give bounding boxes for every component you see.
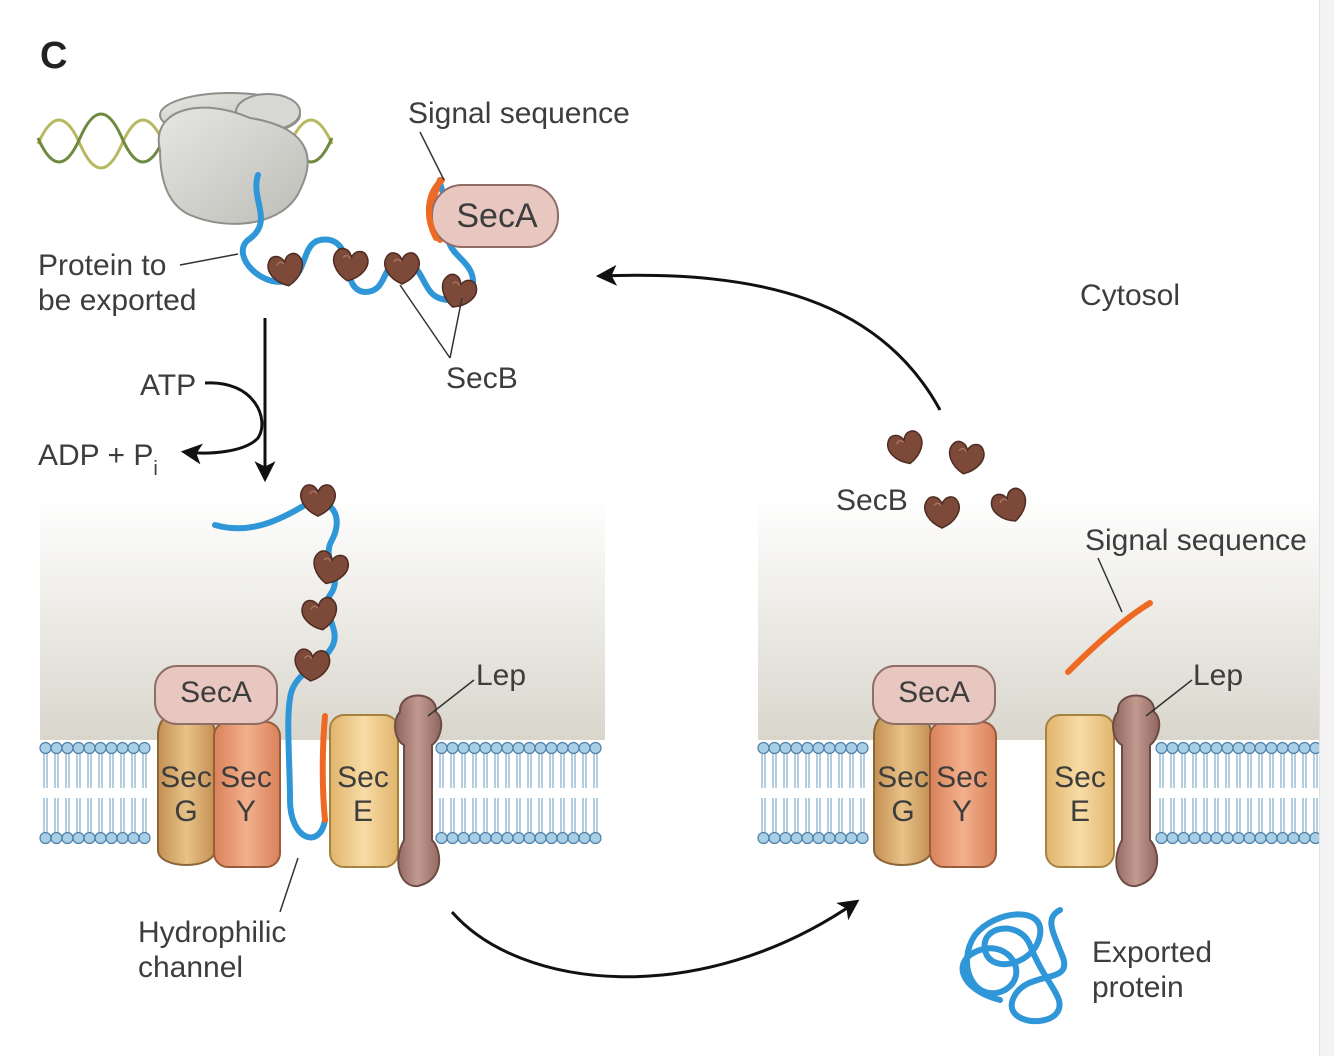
secb-icon-top-2 bbox=[332, 247, 369, 282]
protein-to-be-exported-label-1: Protein to bbox=[38, 249, 166, 282]
secb-icon-left-2 bbox=[313, 550, 349, 585]
lep-right bbox=[1112, 694, 1161, 888]
protein-to-be-exported-label-2: be exported bbox=[38, 284, 196, 317]
exported-protein-label-1: Exported bbox=[1092, 936, 1212, 969]
secb-icon-left-1 bbox=[300, 484, 336, 517]
secb-icon-right-1 bbox=[887, 430, 923, 465]
panel-label: C bbox=[40, 35, 67, 77]
signal-sequence-top-label: Signal sequence bbox=[408, 97, 630, 130]
signal-sequence-right-label: Signal sequence bbox=[1085, 524, 1307, 557]
signal-sequence-on-seca bbox=[425, 177, 445, 241]
secy-left-label-1: Sec bbox=[220, 761, 272, 794]
secb-icon-top-3 bbox=[384, 252, 420, 285]
adp-pi-label: ADP + Pi bbox=[38, 439, 158, 480]
seca-left: SecA bbox=[154, 665, 278, 725]
secy-right: Sec Y bbox=[929, 721, 997, 868]
secb-icon-right-3 bbox=[924, 496, 960, 529]
sece-right-label-1: Sec bbox=[1054, 761, 1106, 794]
protein-to-be-exported-leader bbox=[179, 253, 239, 266]
cytosol-label: Cytosol bbox=[1080, 279, 1180, 312]
recycle-arrow-icon bbox=[595, 264, 942, 411]
secy-left-label-2: Y bbox=[236, 795, 256, 828]
secb-right-label: SecB bbox=[836, 484, 908, 517]
exported-protein-label-2: protein bbox=[1092, 971, 1184, 1004]
secb-icon-left-4 bbox=[294, 648, 331, 682]
sece-left-label-2: E bbox=[353, 795, 373, 828]
hydrophilic-channel-leader bbox=[279, 857, 299, 913]
lep-right-label: Lep bbox=[1193, 659, 1243, 692]
secb-top-leader-2 bbox=[449, 297, 463, 359]
seca-right-label: SecA bbox=[898, 676, 970, 709]
atp-label: ATP bbox=[140, 369, 196, 402]
seca-left-label: SecA bbox=[180, 676, 252, 709]
secb-icon-right-2 bbox=[948, 440, 985, 475]
hydrophilic-channel-label-1: Hydrophilic bbox=[138, 916, 286, 949]
lep-left bbox=[394, 694, 443, 888]
seca-right: SecA bbox=[872, 665, 996, 725]
exported-protein-coil bbox=[959, 907, 1068, 1025]
sece-left-label-1: Sec bbox=[337, 761, 389, 794]
secg-right: Sec G bbox=[873, 707, 932, 866]
secy-right-label-2: Y bbox=[952, 795, 972, 828]
secg-right-label-2: G bbox=[891, 795, 914, 828]
secb-right-group bbox=[887, 430, 1027, 529]
membrane-bilayer-right bbox=[757, 741, 1320, 845]
cytosol-shading-right bbox=[758, 495, 1320, 740]
secg-left: Sec G bbox=[157, 707, 216, 866]
translocation-arrow-icon bbox=[450, 899, 860, 979]
secb-left-group bbox=[294, 484, 349, 682]
ribosome-icon bbox=[157, 92, 309, 225]
lep-left-label: Lep bbox=[476, 659, 526, 692]
secy-right-label-1: Sec bbox=[936, 761, 988, 794]
secy-left: Sec Y bbox=[213, 721, 281, 868]
atp-hydrolysis-arrow-icon bbox=[180, 381, 264, 465]
protein-chain-top bbox=[239, 172, 477, 304]
signal-sequence-right-leader bbox=[1097, 557, 1123, 613]
secb-top-label: SecB bbox=[446, 362, 518, 395]
lep-right-leader bbox=[1145, 679, 1193, 717]
secg-left-label-1: Sec bbox=[160, 761, 212, 794]
secb-top-group bbox=[267, 247, 478, 308]
secb-icon-right-4 bbox=[990, 487, 1027, 522]
lep-left-leader bbox=[427, 679, 475, 717]
page-edge-strip bbox=[1319, 0, 1334, 1056]
secb-top-leader-1 bbox=[399, 284, 451, 359]
sece-right: Sec E bbox=[1045, 714, 1115, 868]
secb-icon-top-4 bbox=[441, 273, 478, 308]
seca-top: SecA bbox=[431, 184, 559, 248]
secg-left-label-2: G bbox=[174, 795, 197, 828]
sece-right-label-2: E bbox=[1070, 795, 1090, 828]
secg-right-label-1: Sec bbox=[877, 761, 929, 794]
signal-sequence-cleaved bbox=[1065, 600, 1153, 675]
seca-top-label: SecA bbox=[456, 197, 538, 235]
secb-icon-top-1 bbox=[267, 252, 304, 287]
signal-sequence-in-channel bbox=[319, 713, 328, 823]
hydrophilic-channel-label-2: channel bbox=[138, 951, 243, 984]
secb-icon-left-3 bbox=[301, 596, 338, 631]
signal-sequence-top-leader bbox=[419, 131, 445, 181]
sece-left: Sec E bbox=[329, 714, 399, 868]
membrane-bilayer-left bbox=[39, 741, 602, 845]
